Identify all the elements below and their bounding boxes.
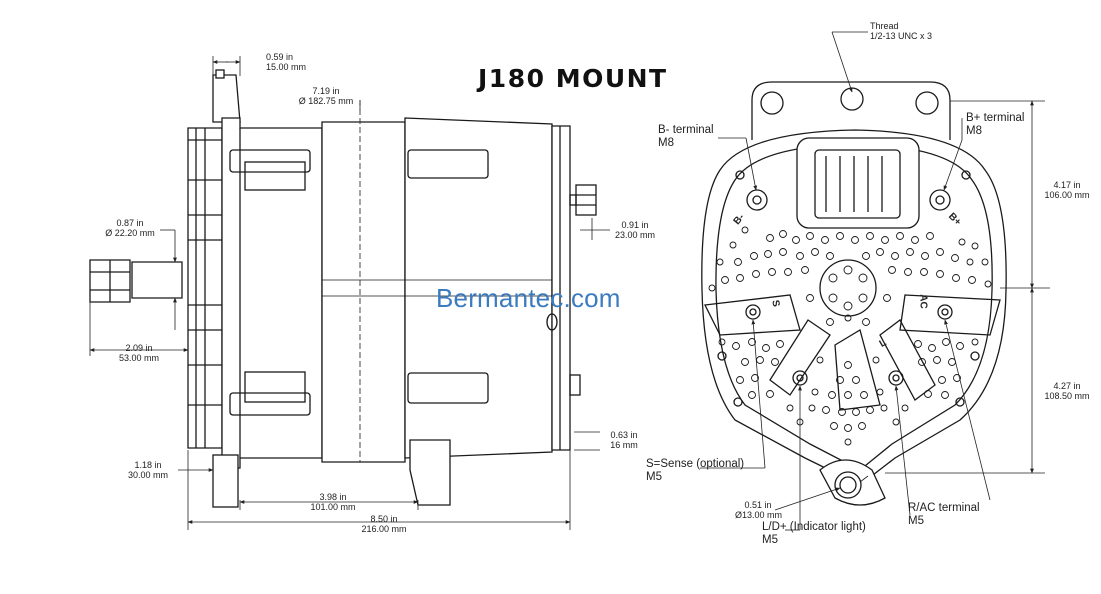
dim-flange-label: 0.59 in 15.00 mm: [266, 52, 306, 72]
rear-view-dimensions: [700, 31, 1050, 531]
dim-front-label: 1.18 in 30.00 mm: [124, 460, 172, 480]
side-view-dimensions: [89, 56, 610, 530]
rear-view: [701, 81, 1007, 506]
indicator-title: L/D+ (Indicator light): [762, 521, 866, 533]
dim-front-mm: 30.00 mm: [127, 470, 169, 480]
dim-shaft-in: 0.87 in: [116, 218, 144, 228]
dim-flange-in: 0.59 in: [266, 52, 294, 62]
mark-ac: AC: [917, 294, 929, 309]
b-minus-size: M8: [658, 137, 674, 149]
b-plus-label: B+ terminal M8: [966, 112, 1024, 138]
indicator-size: M5: [762, 534, 778, 546]
dim-mount-in: 3.98 in: [319, 492, 347, 502]
dim-shaft-label: 0.87 in Ø 22.20 mm: [100, 218, 160, 238]
dim-stud-in: 0.91 in: [621, 220, 649, 230]
rac-size: M5: [908, 515, 924, 527]
dim-shaft-mm: Ø 22.20 mm: [105, 228, 155, 238]
dim-mount-mm: 101.00 mm: [310, 502, 356, 512]
dim-rear-label: 0.63 in 16 mm: [602, 430, 646, 450]
side-view: [89, 69, 597, 508]
sense-label: S=Sense (optional) M5: [646, 458, 744, 484]
dim-length-label: 8.50 in 216.00 mm: [356, 514, 412, 534]
height-lower-label: 4.27 in 108.50 mm: [1036, 381, 1098, 401]
hole-in: 0.51 in: [744, 500, 772, 510]
height-lower-mm: 108.50 mm: [1044, 391, 1090, 401]
height-lower-in: 4.27 in: [1053, 381, 1081, 391]
sense-title: S=Sense (optional): [646, 458, 745, 470]
b-plus-title: B+ terminal: [966, 112, 1025, 124]
b-minus-title: B- terminal: [658, 124, 714, 136]
dim-rear-mm: 16 mm: [610, 440, 638, 450]
rac-label: R/AC terminal M5: [908, 502, 980, 528]
rac-title: R/AC terminal: [908, 502, 980, 514]
height-upper-mm: 106.00 mm: [1044, 190, 1090, 200]
hole-dim-label: 0.51 in Ø13.00 mm: [735, 500, 783, 520]
thread-spec: 1/2-13 UNC x 3: [870, 31, 933, 41]
dim-length-mm: 216.00 mm: [361, 524, 407, 534]
page-title: J180 MOUNT: [478, 64, 668, 93]
dim-flange-mm: 15.00 mm: [266, 62, 307, 72]
watermark-text: Bermantec.com: [436, 283, 621, 313]
dim-rear-in: 0.63 in: [610, 430, 638, 440]
dim-diameter-label: 7.19 in Ø 182.75 mm: [292, 86, 360, 106]
thread-label: Thread 1/2-13 UNC x 3: [870, 21, 932, 41]
dim-pulley-label: 2.09 in 53.00 mm: [116, 343, 162, 363]
dim-stud-mm: 23.00 mm: [614, 230, 656, 240]
dim-stud-label: 0.91 in 23.00 mm: [612, 220, 658, 240]
dim-mount-label: 3.98 in 101.00 mm: [305, 492, 361, 512]
height-upper-label: 4.17 in 106.00 mm: [1036, 180, 1098, 200]
thread-title: Thread: [870, 21, 899, 31]
sense-size: M5: [646, 471, 662, 483]
dim-length-in: 8.50 in: [370, 514, 398, 524]
mark-s: S: [769, 299, 782, 308]
height-upper-in: 4.17 in: [1053, 180, 1081, 190]
b-minus-label: B- terminal M8: [658, 124, 714, 150]
b-plus-size: M8: [966, 125, 982, 137]
dim-pulley-mm: 53.00 mm: [118, 353, 160, 363]
dim-dia-in: 7.19 in: [312, 86, 340, 96]
dim-front-in: 1.18 in: [134, 460, 162, 470]
vent-holes: [708, 226, 992, 446]
indicator-label: L/D+ (Indicator light) M5: [762, 521, 866, 547]
hole-mm: Ø13.00 mm: [735, 510, 783, 520]
dim-dia-mm: Ø 182.75 mm: [298, 96, 354, 106]
dim-pulley-in: 2.09 in: [125, 343, 153, 353]
